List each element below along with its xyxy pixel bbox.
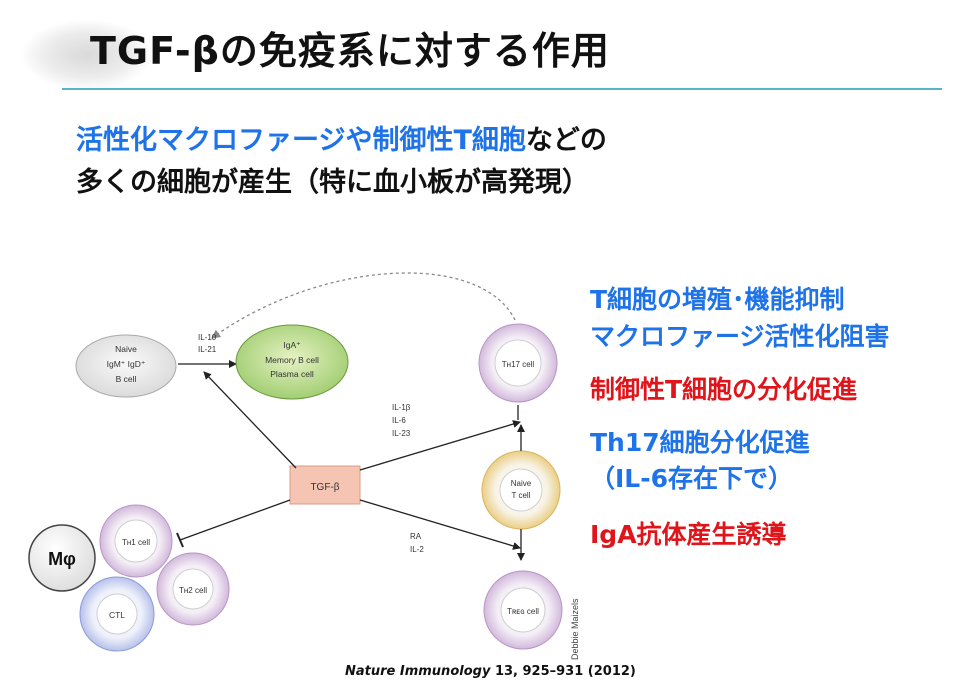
inhibit-bar bbox=[176, 532, 184, 548]
treg-label: Tʀᴇɢ cell bbox=[507, 607, 539, 616]
title-decoration bbox=[22, 20, 152, 90]
subtitle-highlight: 活性化マクロファージや制御性T細胞 bbox=[76, 125, 526, 156]
th17-label: Tʜ17 cell bbox=[502, 360, 535, 369]
tgf-beta-label: TGF-β bbox=[310, 482, 339, 493]
naive-t-label: Naive bbox=[511, 479, 532, 488]
page-title: TGF-βの免疫系に対する作用 bbox=[90, 29, 610, 73]
th2-label: Tʜ2 cell bbox=[179, 586, 207, 595]
tgf-beta-box bbox=[289, 465, 361, 505]
citation-journal: Nature Immunology bbox=[345, 664, 491, 679]
effect-item-5: （IL-6存在下で） bbox=[590, 464, 794, 493]
th17-nucleus bbox=[494, 339, 542, 387]
citation: Nature Immunology 13, 925–931 (2012) bbox=[345, 664, 636, 679]
naive-t-nucleus bbox=[499, 468, 543, 512]
iga-label: IgA⁺ bbox=[283, 340, 300, 350]
naive-b-label: Naive bbox=[115, 344, 137, 354]
ra-label: IL-2 bbox=[410, 545, 424, 554]
ra-label: RA bbox=[410, 532, 422, 541]
naive-t-label: T cell bbox=[512, 491, 531, 500]
effect-item-4: Th17細胞分化促進 bbox=[590, 428, 810, 457]
subtitle-line-1: 活性化マクロファージや制御性T細胞などの bbox=[76, 118, 607, 157]
naive-b-cell bbox=[75, 334, 177, 398]
iga-label: Memory B cell bbox=[265, 355, 319, 365]
ctl-nucleus bbox=[96, 593, 138, 635]
arrow-tgf-to-b bbox=[203, 371, 297, 469]
subtitle-line-2: 多くの細胞が産生（特に血小板が高発現） bbox=[76, 167, 589, 198]
arrow-tgf-to-th17 bbox=[359, 420, 521, 471]
citation-details: 13, 925–931 (2012) bbox=[490, 664, 636, 679]
naive-b-label: IgM⁺ IgD⁺ bbox=[107, 359, 146, 369]
il-top-label: IL-21 bbox=[198, 345, 217, 354]
inhibit-tgf-to-th1 bbox=[179, 499, 291, 541]
macrophage-label: Mφ bbox=[48, 549, 76, 569]
feedback-arc bbox=[211, 272, 516, 339]
effect-item-6: IgA抗体産生誘導 bbox=[590, 520, 787, 549]
il-mid-label: IL-23 bbox=[392, 429, 411, 438]
subtitle-tail: などの bbox=[525, 125, 607, 156]
il-top-label: IL-10 bbox=[198, 333, 217, 342]
arrow-tgf-to-treg bbox=[359, 499, 521, 550]
ctl-label: CTL bbox=[109, 610, 125, 620]
effect-item-1: T細胞の増殖･機能抑制 bbox=[590, 285, 845, 314]
il-mid-label: IL-1β bbox=[392, 403, 411, 412]
th1-label: Tʜ1 cell bbox=[122, 538, 150, 547]
effect-item-3: 制御性T細胞の分化促進 bbox=[590, 375, 858, 404]
treg-nucleus bbox=[500, 587, 546, 633]
th1-nucleus bbox=[114, 519, 158, 563]
th2-nucleus bbox=[172, 568, 214, 610]
illustrator-credit: Debbie Maizels bbox=[570, 598, 580, 660]
title-divider bbox=[62, 88, 942, 90]
effect-item-2: マクロファージ活性化阻害 bbox=[590, 322, 890, 351]
il-mid-label: IL-6 bbox=[392, 416, 406, 425]
macrophage-cell bbox=[28, 524, 96, 592]
iga-b-cell bbox=[235, 324, 349, 400]
iga-label: Plasma cell bbox=[270, 369, 314, 379]
naive-b-label: B cell bbox=[116, 374, 137, 384]
